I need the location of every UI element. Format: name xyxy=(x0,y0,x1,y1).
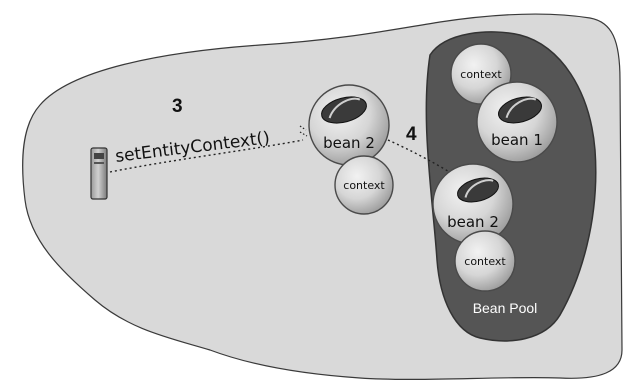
dotted-line-step3-b xyxy=(299,125,308,137)
context-label: context xyxy=(343,179,385,192)
dotted-line-step4 xyxy=(387,139,466,183)
context-sphere-center: context xyxy=(334,155,394,215)
dotted-line-step3 xyxy=(109,139,304,173)
bean-icon xyxy=(321,96,367,124)
step-4-label: 4 xyxy=(406,124,417,145)
bean-icon xyxy=(498,96,542,124)
context-label: context xyxy=(460,68,502,81)
step-3-label: 3 xyxy=(172,96,183,117)
bean-2-label: bean 2 xyxy=(323,134,375,152)
bean-1-sphere: bean 1 xyxy=(476,81,558,163)
context-label: context xyxy=(464,255,506,268)
bean-2-pool-sphere: bean 2 xyxy=(432,163,514,245)
bean-2-sphere: bean 2 xyxy=(308,84,390,166)
bean-pool-label: Bean Pool xyxy=(473,300,538,316)
bean-1-label: bean 1 xyxy=(491,131,543,149)
pool-context-bottom: context xyxy=(454,230,516,292)
server-icon xyxy=(90,147,108,200)
bean-icon xyxy=(457,177,499,203)
bean-2-pool-label: bean 2 xyxy=(447,213,499,231)
